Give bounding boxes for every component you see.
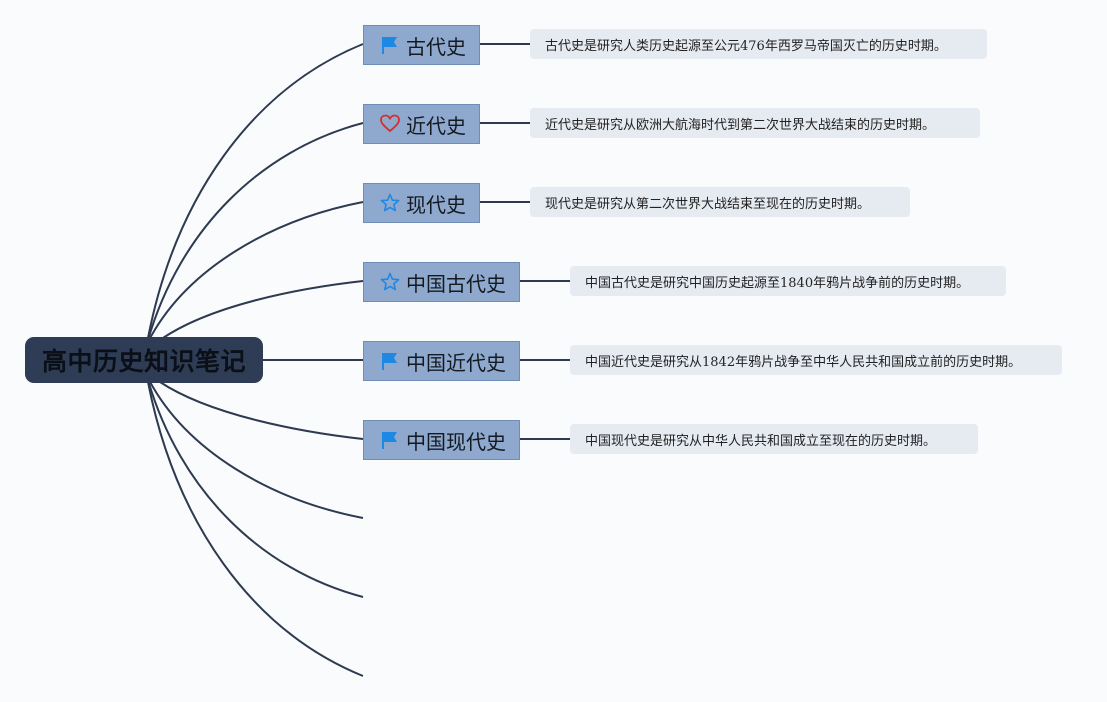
topic-node-6[interactable]: 中国现代史 [363, 420, 520, 460]
note-5[interactable]: 中国近代史是研究从1842年鸦片战争至中华人民共和国成立前的历史时期。 [570, 345, 1062, 375]
connector-root-empty-1 [147, 377, 364, 519]
topic-node-5[interactable]: 中国近代史 [363, 341, 520, 381]
note-text-1: 古代史是研究人类历史起源至公元476年西罗马帝国灭亡的历史时期。 [545, 38, 947, 54]
topic-label-4: 中国古代史 [406, 271, 506, 296]
note-3[interactable]: 现代史是研究从第二次世界大战结束至现在的历史时期。 [530, 187, 910, 217]
heart-icon [379, 113, 401, 135]
note-1[interactable]: 古代史是研究人类历史起源至公元476年西罗马帝国灭亡的历史时期。 [530, 29, 987, 59]
note-text-4: 中国古代史是研究中国历史起源至1840年鸦片战争前的历史时期。 [585, 275, 970, 291]
connector-root-topic-6 [159, 381, 364, 440]
note-text-5: 中国近代史是研究从1842年鸦片战争至中华人民共和国成立前的历史时期。 [585, 354, 1022, 370]
connector-root-topic-1 [147, 43, 364, 339]
note-text-3: 现代史是研究从第二次世界大战结束至现在的历史时期。 [545, 196, 871, 212]
connector-root-topic-4 [159, 280, 364, 341]
connector-root-empty-3 [147, 381, 364, 677]
root-title: 高中历史知识笔记 [41, 347, 246, 376]
flag-icon [379, 429, 401, 451]
connector-root-topic-2 [147, 122, 364, 341]
flag-icon [379, 34, 401, 56]
note-4[interactable]: 中国古代史是研究中国历史起源至1840年鸦片战争前的历史时期。 [570, 266, 1006, 296]
note-text-6: 中国现代史是研究从中华人民共和国成立至现在的历史时期。 [585, 433, 937, 449]
topic-node-2[interactable]: 近代史 [363, 104, 480, 144]
note-6[interactable]: 中国现代史是研究从中华人民共和国成立至现在的历史时期。 [570, 424, 978, 454]
note-2[interactable]: 近代史是研究从欧洲大航海时代到第二次世界大战结束的历史时期。 [530, 108, 980, 138]
root-node[interactable]: 高中历史知识笔记 [25, 337, 263, 383]
topic-label-2: 近代史 [406, 113, 466, 138]
topic-label-6: 中国现代史 [406, 429, 506, 454]
topic-node-1[interactable]: 古代史 [363, 25, 480, 65]
topic-label-3: 现代史 [406, 192, 466, 217]
connector-root-empty-2 [147, 379, 364, 598]
flag-icon [379, 350, 401, 372]
topic-node-3[interactable]: 现代史 [363, 183, 480, 223]
connector-root-topic-3 [147, 201, 364, 343]
topic-node-4[interactable]: 中国古代史 [363, 262, 520, 302]
topic-label-1: 古代史 [406, 34, 466, 59]
topic-label-5: 中国近代史 [406, 350, 506, 375]
star-icon [379, 192, 401, 214]
note-text-2: 近代史是研究从欧洲大航海时代到第二次世界大战结束的历史时期。 [545, 117, 936, 133]
star-icon [379, 271, 401, 293]
